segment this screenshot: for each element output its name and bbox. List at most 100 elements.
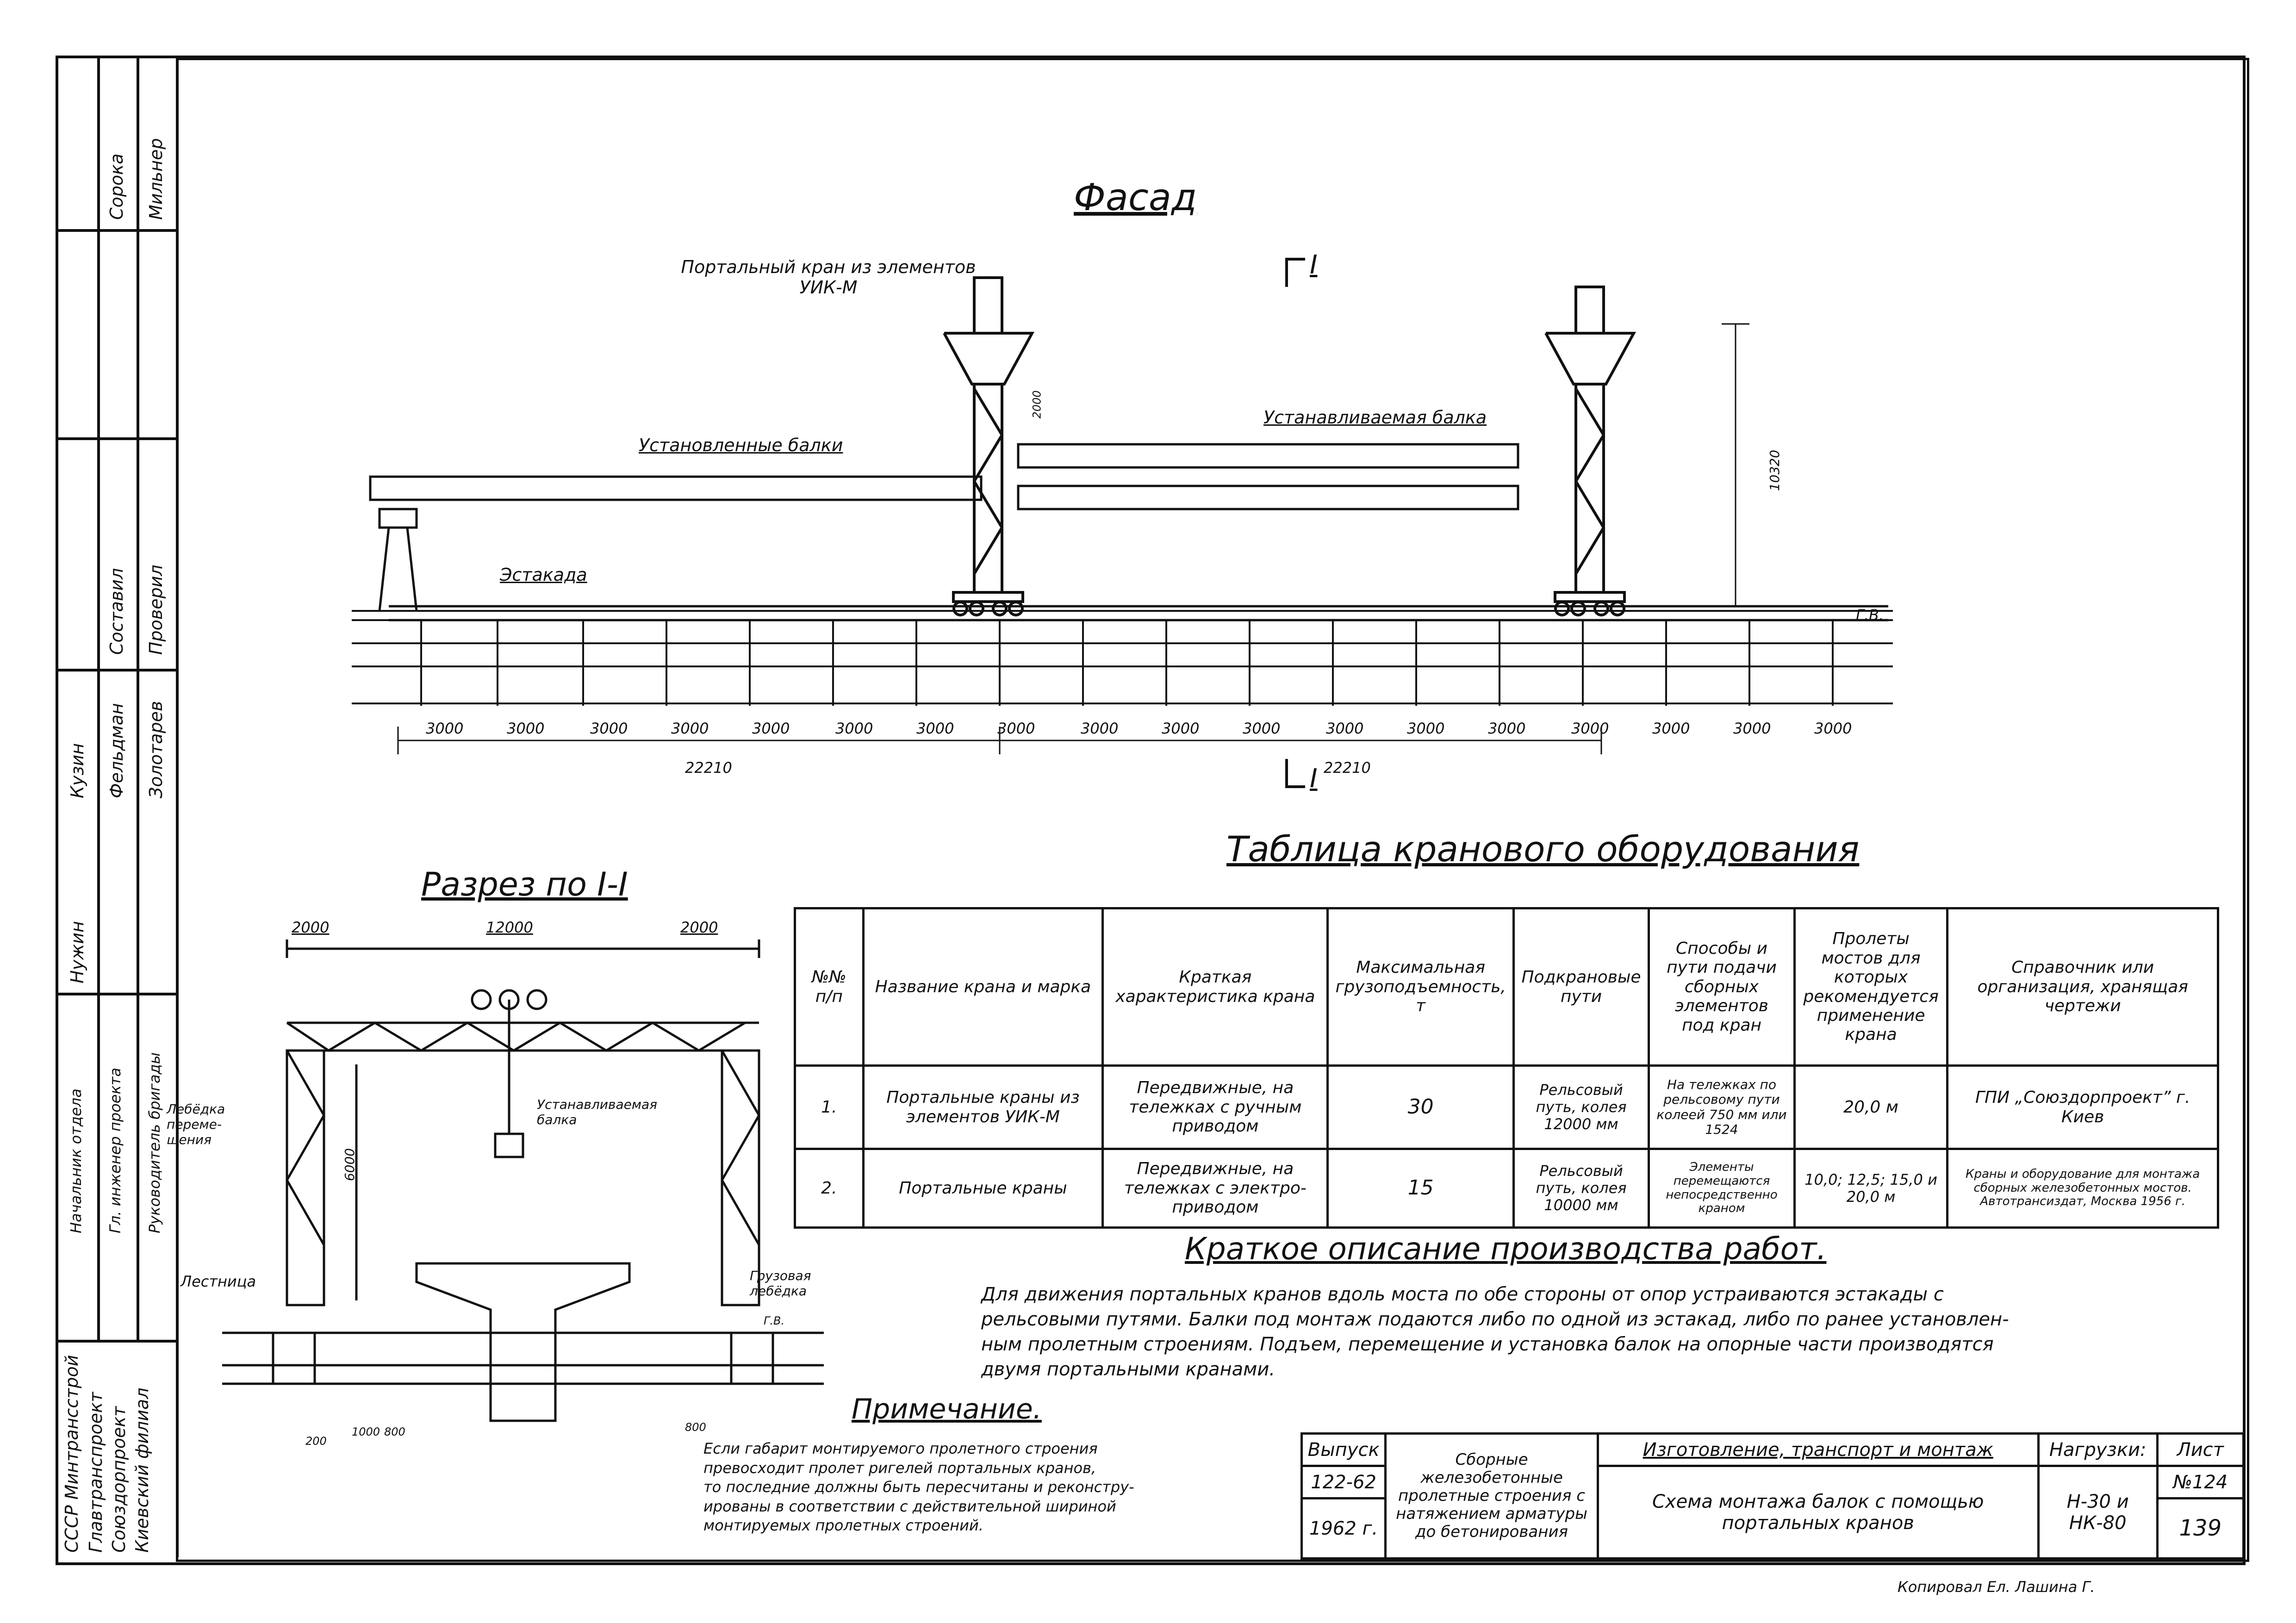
header-cell: Название крана и марка bbox=[862, 907, 1104, 1067]
note-line: превосходит пролет ригелей портальных кр… bbox=[703, 1459, 1096, 1477]
span-label: 3000 bbox=[835, 720, 873, 737]
table-cell: Передвижные, на тележках с ручным привод… bbox=[1101, 1064, 1329, 1150]
name-top-1: Сорока bbox=[106, 153, 127, 220]
facade-title: Фасад bbox=[1074, 176, 1197, 219]
table-cell: Рельсовый путь, колея 10000 мм bbox=[1512, 1148, 1650, 1229]
description-line: Для движения портальных кранов вдоль мос… bbox=[981, 1284, 1944, 1305]
description-line: ным пролетным строениям. Подъем, перемещ… bbox=[981, 1334, 1994, 1355]
facade-label-gv: Г.В. bbox=[1856, 606, 1884, 624]
section-dim-b4: 800 bbox=[685, 1421, 706, 1434]
note-line: ированы в соответствии с действительной … bbox=[703, 1497, 1116, 1515]
table-cell: 20,0 м bbox=[1793, 1064, 1949, 1150]
org-line-3: Союздорпроект bbox=[109, 1406, 129, 1553]
span-label: 3000 bbox=[1571, 720, 1609, 737]
table-cell: Портальные краны из элементов УИК-М bbox=[862, 1064, 1104, 1150]
table-cell: ГПИ „Союздорпроект” г. Киев bbox=[1946, 1064, 2219, 1150]
facade-drawing bbox=[352, 258, 1893, 788]
stamp-year: 1962 г. bbox=[1300, 1497, 1387, 1560]
stamp-sheet-label: Лист bbox=[2156, 1432, 2245, 1467]
section-dim-height: 6000 bbox=[342, 1148, 358, 1181]
stamp-series-text: Сборные железобетонные пролетные строени… bbox=[1384, 1432, 1599, 1560]
note-text: Если габарит монтируемого пролетного стр… bbox=[703, 1439, 1282, 1536]
note-title: Примечание. bbox=[852, 1393, 1042, 1425]
note-line: то последние должны быть пересчитаны и р… bbox=[703, 1478, 1134, 1496]
table-cell: Краны и оборудование для монтажа сборных… bbox=[1946, 1148, 2219, 1229]
note-line: Если габарит монтируемого пролетного стр… bbox=[703, 1440, 1098, 1457]
section-dim-left: 2000 bbox=[292, 919, 330, 936]
section-label-winch-move: Лебёдка переме-щения bbox=[167, 1101, 225, 1147]
table-cell: 30 bbox=[1326, 1064, 1515, 1150]
org-line-1: СССР Минтрансстрой bbox=[62, 1355, 82, 1553]
facade-label-installed-beams: Установленные балки bbox=[639, 435, 843, 455]
stamp-sheet-number: №124 bbox=[2156, 1465, 2245, 1499]
title-block: Выпуск Сборные железобетонные пролетные … bbox=[1300, 1432, 2245, 1560]
role-header: Нужин bbox=[67, 921, 87, 983]
header-cell: Подкрановые пути bbox=[1512, 907, 1650, 1067]
role-name-2: Фельдман bbox=[106, 703, 127, 798]
section-label-gv: Г.В. bbox=[764, 1314, 785, 1327]
description-line: рельсовыми путями. Балки под монтаж пода… bbox=[981, 1309, 2009, 1330]
org-line-2: Главтранспроект bbox=[86, 1392, 106, 1553]
stamp-page-number: 139 bbox=[2156, 1497, 2245, 1560]
table-cell: Элементы перемещаются непосредственно кр… bbox=[1648, 1148, 1796, 1229]
crane-table: №№ п/п Название крана и марка Краткая ха… bbox=[794, 907, 2219, 1229]
stamp-drawing-title: Схема монтажа балок с помощью портальных… bbox=[1596, 1465, 2040, 1560]
table-cell: 2. bbox=[794, 1148, 865, 1229]
facade-total-right: 22210 bbox=[1324, 759, 1371, 777]
role-name-1: Кузин bbox=[67, 743, 87, 798]
sidebar: СССР Минтрансстрой Главтранспроект Союзд… bbox=[58, 58, 179, 1557]
org-line-4: Киевский филиал bbox=[132, 1387, 152, 1553]
stamp-loads: Н-30 и НК-80 bbox=[2037, 1465, 2159, 1560]
span-label: 3000 bbox=[1488, 720, 1526, 737]
note-line: монтируемых пролетных строений. bbox=[703, 1517, 983, 1535]
span-label: 3000 bbox=[1243, 720, 1281, 737]
description-line: двумя портальными кранами. bbox=[981, 1359, 1276, 1380]
section-title: Разрез по I-I bbox=[421, 865, 628, 903]
header-cell: Способы и пути подачи сборных элементов … bbox=[1648, 907, 1796, 1067]
section-label-beam: Устанавливаемая балка bbox=[537, 1097, 657, 1127]
description-text: Для движения портальных кранов вдоль мос… bbox=[981, 1282, 2231, 1382]
description-title: Краткое описание производства работ. bbox=[1185, 1231, 1827, 1267]
role-1: Начальник отдела bbox=[67, 1088, 85, 1233]
span-label: 3000 bbox=[1652, 720, 1690, 737]
facade-label-estakada: Эстакада bbox=[500, 565, 587, 585]
section-dim-mid: 12000 bbox=[486, 919, 533, 936]
table-row: 2. Портальные краны Передвижные, на теле… bbox=[794, 1148, 2219, 1229]
stamp-load-1: Н-30 и bbox=[2066, 1491, 2129, 1512]
facade-label-crane: Портальный кран из элементов УИК-М bbox=[681, 257, 976, 298]
copied-by: Копировал Ел. Лашина Г. bbox=[1898, 1578, 2095, 1596]
name-top-2: Мильнер bbox=[146, 138, 166, 220]
span-label: 3000 bbox=[1407, 720, 1445, 737]
facade-section-top: I bbox=[1310, 250, 1318, 280]
outer-frame bbox=[56, 56, 2246, 1565]
table-header-row: №№ п/п Название крана и марка Краткая ха… bbox=[794, 907, 2219, 1067]
header-cell: Максимальная грузоподъемность, т bbox=[1326, 907, 1515, 1067]
section-drawing bbox=[222, 939, 824, 1422]
table-cell: Рельсовый путь, колея 12000 мм bbox=[1512, 1064, 1650, 1150]
facade-total-left: 22210 bbox=[685, 759, 732, 777]
section-dim-right: 2000 bbox=[680, 919, 718, 936]
span-label: 3000 bbox=[1733, 720, 1771, 737]
header-cell: Пролеты мостов для которых рекомендуется… bbox=[1793, 907, 1949, 1067]
facade-section-bottom: I bbox=[1310, 764, 1318, 794]
section-dim-b2: 1000 bbox=[352, 1425, 380, 1438]
facade-height-dim: 10320 bbox=[1767, 449, 1783, 491]
role-3: Руководитель бригады bbox=[146, 1052, 163, 1233]
stamp-work-title: Изготовление, транспорт и монтаж bbox=[1596, 1432, 2040, 1467]
span-label: 3000 bbox=[1162, 720, 1200, 737]
section-dim-b1: 200 bbox=[305, 1435, 327, 1448]
checked-value: Проверил bbox=[146, 565, 166, 655]
role-name-3: Золотарев bbox=[146, 701, 166, 798]
table-cell: Передвижные, на тележках с электро-приво… bbox=[1101, 1148, 1329, 1229]
header-cell: №№ п/п bbox=[794, 907, 865, 1067]
table-cell: 10,0; 12,5; 15,0 и 20,0 м bbox=[1793, 1148, 1949, 1229]
span-label: 3000 bbox=[1081, 720, 1119, 737]
span-label: 3000 bbox=[916, 720, 954, 737]
role-2: Гл. инженер проекта bbox=[106, 1067, 124, 1233]
section-label-ladder: Лестница bbox=[180, 1273, 256, 1290]
crane-table-title: Таблица кранового оборудования bbox=[1226, 828, 1860, 870]
stamp-loads-label: Нагрузки: bbox=[2037, 1432, 2159, 1467]
span-label: 3000 bbox=[752, 720, 790, 737]
checked-label: Составил bbox=[106, 568, 127, 655]
span-label: 3000 bbox=[590, 720, 628, 737]
